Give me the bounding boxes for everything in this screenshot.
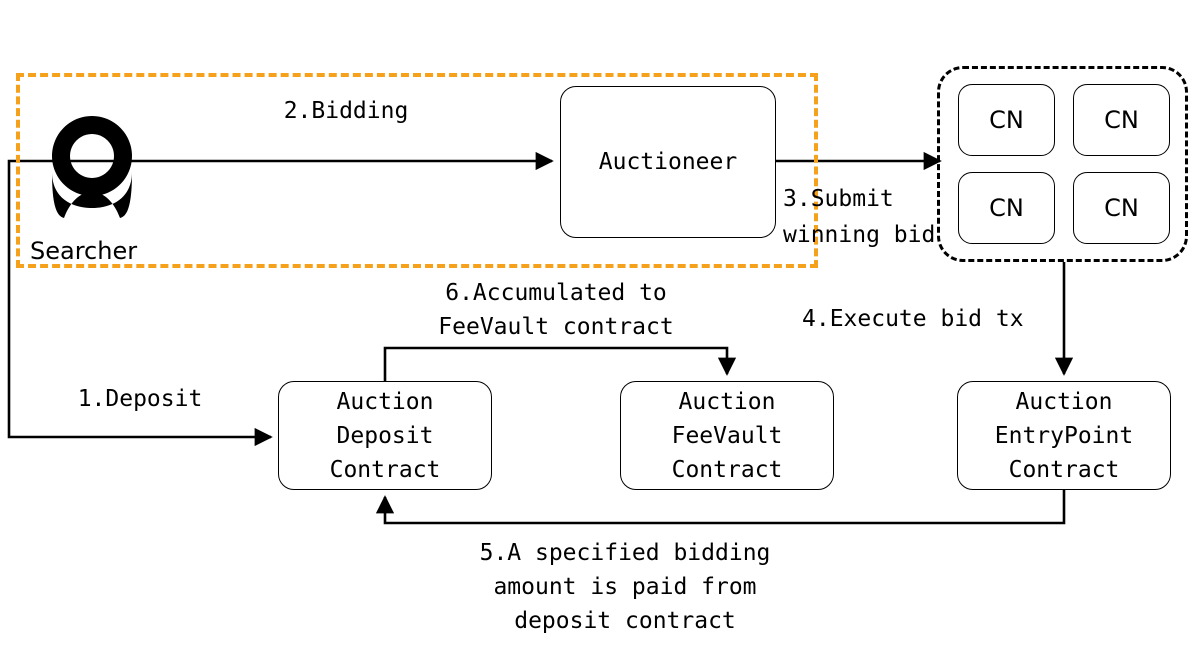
node-auction-deposit-contract[interactable]: Auction Deposit Contract (278, 381, 492, 490)
node-auctioneer[interactable]: Auctioneer (560, 86, 776, 238)
cn-node-2-label: CN (1104, 106, 1139, 134)
cn-node-4-label: CN (1104, 194, 1139, 222)
edge-label-step2: 2.Bidding (283, 98, 409, 124)
node-auction-deposit-contract-line2: Deposit (336, 422, 434, 449)
node-auction-deposit-contract-line1: Auction (336, 388, 434, 415)
edge-step5-bid-amount-paid (375, 490, 1066, 525)
edge-label-step3-line1: 3.Submit (783, 186, 894, 212)
edge-label-step4: 4.Execute bid tx (802, 306, 1024, 332)
cn-node-4[interactable]: CN (1073, 172, 1170, 244)
edge-step6-accumulated-to-feevault (383, 346, 737, 381)
edge-label-step5-line2: amount is paid from (493, 574, 757, 600)
node-auction-entrypoint-contract-line1: Auction (1015, 388, 1113, 415)
searcher-zone (16, 73, 818, 268)
node-auction-feevault-contract-line2: FeeVault (671, 422, 783, 449)
node-auctioneer-label: Auctioneer (598, 149, 738, 175)
edge-label-step6-line1: 6.Accumulated to (445, 280, 667, 306)
edge-label-step6-line2: FeeVault contract (438, 314, 674, 340)
node-auction-feevault-contract-line3: Contract (671, 456, 783, 483)
node-auction-deposit-contract-line3: Contract (329, 456, 441, 483)
cn-node-2[interactable]: CN (1073, 84, 1170, 156)
cn-node-1-label: CN (989, 106, 1024, 134)
cn-node-3-label: CN (989, 194, 1024, 222)
searcher-person-icon (40, 112, 144, 220)
node-auction-feevault-contract[interactable]: Auction FeeVault Contract (620, 381, 834, 490)
node-auction-feevault-contract-line1: Auction (678, 388, 776, 415)
node-auction-entrypoint-contract[interactable]: Auction EntryPoint Contract (957, 381, 1171, 490)
cn-node-3[interactable]: CN (958, 172, 1055, 244)
searcher-label: Searcher (30, 237, 138, 265)
edge-label-step5-line1: 5.A specified bidding (479, 540, 771, 566)
cn-node-1[interactable]: CN (958, 84, 1055, 156)
node-auction-entrypoint-contract-line3: Contract (1008, 456, 1120, 483)
edge-label-step5-line3: deposit contract (514, 608, 736, 634)
node-auction-entrypoint-contract-line2: EntryPoint (994, 422, 1134, 449)
edge-label-step3-line2: winning bid (783, 222, 936, 248)
edge-label-step1: 1.Deposit (77, 386, 203, 412)
